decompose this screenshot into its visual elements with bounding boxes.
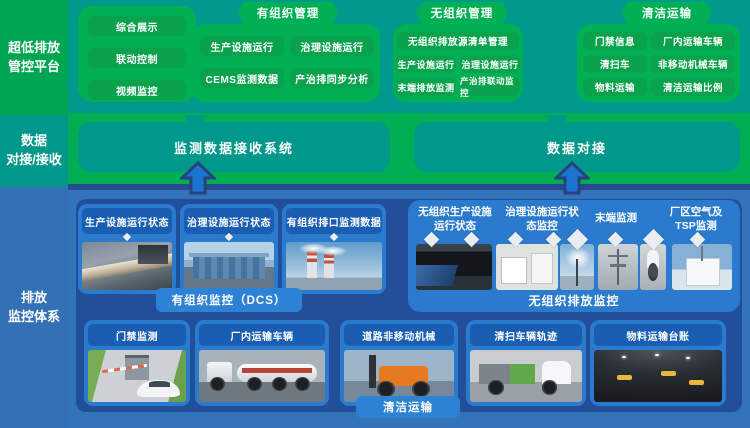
sidebar-platform-label: 超低排放 管控平台 — [7, 39, 60, 74]
label-uo-treatment-status: 治理设施运行状 态监控 — [505, 206, 579, 232]
organized-management-header: 有组织管理 — [238, 2, 338, 24]
sweeper-truck-image — [470, 350, 582, 402]
label-outlet-monitor-data: 有组织排口监测数据 — [286, 208, 382, 234]
label-sweeper-track: 清扫车辆轨迹 — [470, 324, 582, 346]
general-group: 综合展示 联动控制 视频监控 — [78, 6, 196, 102]
card-material-ledger: 物料运输台账 — [590, 320, 726, 406]
card-sweeper-track: 清扫车辆轨迹 — [466, 320, 586, 406]
button-plant-vehicles: 厂内运输车辆 — [651, 32, 735, 50]
diamond-connector-icon — [329, 232, 339, 242]
sidebar-platform-block: 超低排放 管控平台 — [0, 0, 68, 115]
tanker-truck-image — [199, 350, 325, 402]
divider-band — [68, 184, 750, 190]
button-overview: 综合展示 — [88, 16, 186, 36]
up-arrow-icon — [180, 161, 216, 195]
unorganized-monitor-panel: 无组织生产设施 运行状态 治理设施运行状 态监控 末端监测 厂区空气及 TSP监… — [408, 200, 740, 312]
button-uo-treatment: 治理设施运行 — [460, 55, 520, 73]
clean-transport-header: 清洁运输 — [622, 2, 712, 24]
unorganized-monitor-banner: 无组织排放监控 — [528, 294, 620, 308]
button-sweeper: 清扫车 — [583, 55, 647, 73]
button-production-facility: 生产设施运行 — [200, 36, 284, 56]
sidebar-monitor-block: 排放 监控体系 — [0, 187, 68, 428]
button-nonroad-machinery: 非移动机械车辆 — [651, 55, 735, 73]
card-plant-vehicles: 厂内运输车辆 — [195, 320, 329, 406]
label-gate-monitor: 门禁监测 — [88, 324, 186, 346]
organized-monitor-banner: 有组织监控（DCS） — [156, 288, 302, 312]
air-station-image — [672, 244, 732, 290]
monitoring-layer: 生产设施运行状态 治理设施运行状态 有组织排口监测数据 有组织监控（DCS） 无… — [68, 190, 750, 428]
button-clean-ratio: 清洁运输比例 — [651, 78, 735, 96]
organized-management-group: 生产设施运行 治理设施运行 CEMS监测数据 产治排同步分析 — [192, 24, 380, 102]
button-sync-analysis: 产治排同步分析 — [290, 68, 374, 88]
kiln-image — [82, 242, 172, 290]
button-treatment-facility: 治理设施运行 — [290, 36, 374, 56]
baghouse-image — [184, 242, 274, 290]
gate-image — [88, 350, 186, 402]
unorganized-management-header: 无组织管理 — [416, 2, 508, 24]
card-treatment-status: 治理设施运行状态 — [180, 204, 278, 294]
label-terminal-monitor: 末端监测 — [595, 212, 637, 224]
smokestack-image — [286, 242, 382, 290]
connector-tab — [186, 115, 204, 123]
label-treatment-status: 治理设施运行状态 — [184, 208, 274, 234]
label-plant-vehicles: 厂内运输车辆 — [199, 324, 325, 346]
button-cems-data: CEMS监测数据 — [200, 68, 284, 88]
sidebar-monitor-label: 排放 监控体系 — [7, 289, 60, 324]
fog-cannon-image — [560, 244, 594, 290]
diamond-connector-icon — [224, 232, 234, 242]
card-outlet-monitor-data: 有组织排口监测数据 — [282, 204, 386, 294]
ptz-camera-image — [640, 244, 666, 290]
label-air-tsp-monitor: 厂区空气及 TSP监测 — [669, 206, 723, 232]
unorganized-management-group: 无组织排放源清单管理 生产设施运行 治理设施运行 末端排放监测 产治排联动监控 — [393, 24, 523, 102]
button-gate-info: 门禁信息 — [583, 32, 647, 50]
label-uo-production-status: 无组织生产设施 运行状态 — [418, 206, 492, 232]
diamond-connector-icon — [122, 232, 132, 242]
forklift-image — [344, 350, 454, 402]
button-linkage-control: 联动控制 — [88, 48, 186, 68]
card-nonroad-machinery: 道路非移动机械 — [340, 320, 458, 406]
connector-tab — [548, 115, 566, 123]
coal-shed-image — [594, 350, 722, 402]
label-production-status: 生产设施运行状态 — [82, 208, 172, 234]
button-source-list: 无组织排放源清单管理 — [397, 32, 519, 50]
card-production-status: 生产设施运行状态 — [78, 204, 176, 294]
clean-transport-group: 门禁信息 厂内运输车辆 清扫车 非移动机械车辆 物料运输 清洁运输比例 — [577, 24, 740, 102]
button-linked-monitor: 产治排联动监控 — [460, 76, 520, 98]
management-layer: 综合展示 联动控制 视频监控 有组织管理 生产设施运行 治理设施运行 CEMS监… — [68, 0, 750, 113]
card-gate-monitor: 门禁监测 — [84, 320, 190, 406]
button-uo-production: 生产设施运行 — [396, 55, 456, 73]
data-layer: 监测数据接收系统 数据对接 — [68, 113, 750, 190]
material-shed-image — [416, 244, 492, 290]
label-nonroad-machinery: 道路非移动机械 — [344, 324, 454, 346]
button-terminal-monitor: 末端排放监测 — [396, 78, 456, 96]
treatment-equipment-image — [496, 244, 558, 290]
up-arrow-icon — [554, 161, 590, 195]
sidebar-data-link-block: 数据 对接/接收 — [0, 115, 68, 187]
sidebar-data-link-label: 数据 对接/接收 — [6, 133, 62, 167]
label-material-ledger: 物料运输台账 — [594, 324, 722, 346]
weather-station-image — [598, 244, 638, 290]
button-video-monitor: 视频监控 — [88, 80, 186, 100]
clean-transport-banner: 清洁运输 — [356, 396, 460, 418]
data-link-box: 数据对接 — [414, 122, 740, 172]
monitor-data-receiver-box: 监测数据接收系统 — [78, 122, 390, 172]
button-material-transport: 物料运输 — [583, 78, 647, 96]
